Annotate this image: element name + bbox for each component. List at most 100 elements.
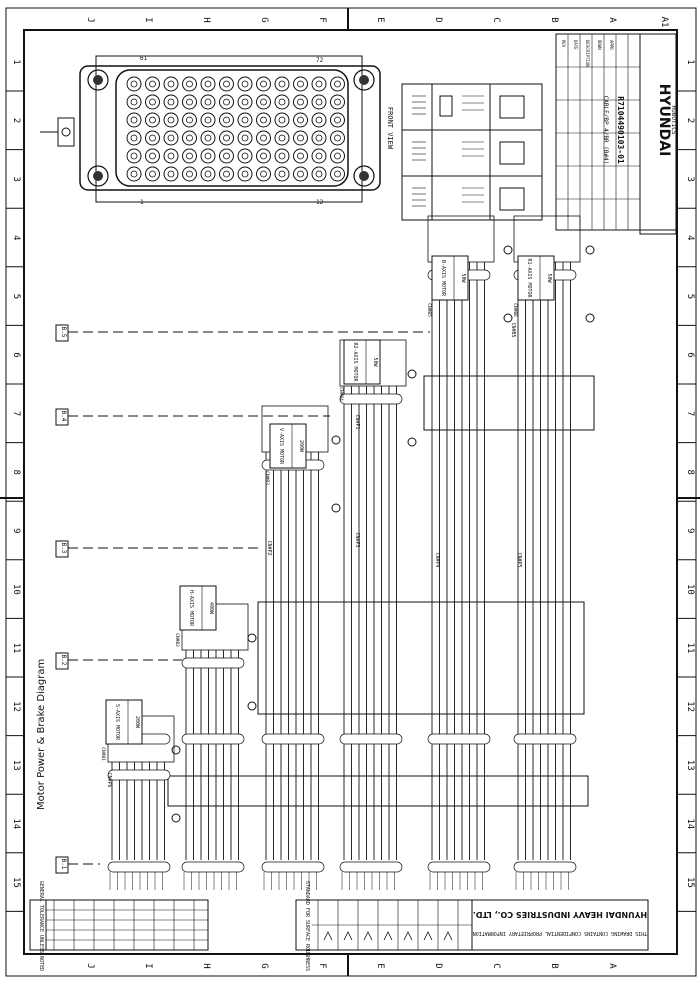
border-row-13-right: 13 — [685, 760, 695, 771]
page-ref-B.5: B.5 — [60, 327, 67, 338]
border-row-1: 1 — [11, 59, 21, 64]
section-label-cnp4: CN#P4 — [434, 552, 440, 567]
border-row-7: 7 — [11, 411, 21, 416]
tolerance-table: GENERAL TOLERANCE UNLESS NOTED — [29, 881, 209, 971]
motor-axis-label-0: S-AXIS MOTOR — [114, 704, 120, 741]
border-row-11-right: 11 — [685, 643, 695, 654]
border-col-F-bottom: F — [317, 963, 327, 968]
motor-power-label-2: 200W — [298, 440, 304, 453]
border-col-G-bottom: G — [259, 963, 269, 968]
border-col-B: B — [549, 17, 559, 22]
border-row-1-right: 1 — [685, 59, 695, 64]
motor-blocks: S-AXIS MOTOR 200W CN#B1 H-AXIS MOTOR 400W CN#… — [100, 255, 555, 761]
motor-connector-label-4: CN#B5 — [426, 303, 432, 317]
motor-power-label-1: 400W — [208, 602, 214, 615]
border-row-8-right: 8 — [685, 469, 695, 474]
motor-power-label-4: 50W — [460, 273, 466, 283]
motor-axis-label-1: H-AXIS MOTOR — [188, 590, 194, 627]
motor-axis-label-3: R2-AXIS MOTOR — [352, 342, 358, 382]
terminal-strip-box — [167, 775, 589, 807]
page-reference-lines: B.5B.4B.3B.2B.1 — [55, 324, 430, 874]
title-block: HYUNDAI ROBOTICS R7104490103-01 CABLE/BP… — [602, 17, 677, 235]
border-col-H-bottom: H — [201, 963, 211, 968]
border-row-15-right: 15 — [685, 877, 695, 888]
section-label-cnp5: CN#P5 — [516, 552, 522, 567]
pin-label-12: 12 — [316, 199, 324, 206]
component-table — [401, 83, 543, 221]
ground-symbol — [40, 117, 75, 147]
revision-header-description: DESCRIPTION — [585, 40, 590, 67]
section-label-cnp2: CN#P2 — [266, 540, 272, 555]
motor-connector-label-0: CN#B1 — [100, 747, 106, 761]
motor-axis-label-2: V-AXIS MOTOR — [278, 428, 284, 465]
border-row-6: 6 — [11, 352, 21, 357]
pin-label-61: 61 — [140, 55, 148, 62]
border-col-D: D — [433, 17, 443, 22]
border-row-12-right: 12 — [685, 701, 695, 712]
motor-connector-label-3: CN#B4 — [338, 387, 344, 401]
border-row-9: 9 — [11, 528, 21, 533]
section-label-cnb5: CN#B5 — [510, 322, 516, 337]
border-row-6-right: 6 — [685, 352, 695, 357]
drawing-title: CABLE/BP 4/BR (B#4) — [602, 96, 609, 165]
section-label-cnp3: CN#P3 — [354, 532, 360, 547]
motor-power-label-0: 200W — [134, 716, 140, 729]
front-view-label: FRONT VIEW — [386, 107, 394, 150]
border-row-5: 5 — [11, 294, 21, 299]
border-col-I-bottom: I — [143, 963, 153, 968]
border-col-C-bottom: C — [491, 963, 501, 968]
tolerance-label: GENERAL TOLERANCE UNLESS NOTED — [38, 881, 44, 971]
border-row-3-right: 3 — [685, 176, 695, 181]
surface-label: STANDARD FOR SURFACE ROUGHNESS — [304, 881, 310, 971]
border-col-J: J — [85, 17, 95, 22]
border-col-G: G — [259, 17, 269, 22]
border-row-13: 13 — [11, 760, 21, 771]
bottom-terminal-labels — [109, 872, 569, 890]
confidential-notice: THIS DRAWING CONTAINS CONFIDENTIAL PROPR… — [473, 930, 648, 936]
border-row-2-right: 2 — [685, 118, 695, 123]
motor-axis-label-5: R1-AXIS MOTOR — [526, 258, 532, 298]
border-row-2: 2 — [11, 118, 21, 123]
connector-drawing: 61 72 1 12 FRONT VIEW — [79, 55, 394, 206]
border-row-14: 14 — [11, 818, 21, 829]
drawing-number: R7104490103-01 — [616, 96, 625, 164]
border-col-H: H — [201, 17, 211, 22]
motor-connector-label-5: CN#B6 — [512, 303, 518, 317]
page-ref-B.3: B.3 — [60, 543, 67, 554]
border-row-3: 3 — [11, 176, 21, 181]
surface-roughness-table: STANDARD FOR SURFACE ROUGHNESS — [295, 881, 473, 971]
border-row-15: 15 — [11, 877, 21, 888]
border-col-E-bottom: E — [375, 963, 385, 968]
section-label-cnp1: CN#P1 — [354, 414, 360, 429]
border-col-B-bottom: B — [549, 963, 559, 968]
company-logo: HYUNDAI — [656, 84, 672, 157]
border-row-11: 11 — [11, 643, 21, 654]
relay-box — [423, 375, 595, 431]
border-col-E: E — [375, 17, 385, 22]
border-row-14-right: 14 — [685, 818, 695, 829]
motor-connector-label-2: CN#B3 — [264, 471, 270, 485]
page-ref-B.1: B.1 — [60, 859, 67, 870]
page-ref-B.2: B.2 — [60, 655, 67, 666]
border-col-J-bottom: J — [85, 963, 95, 968]
border-row-4-right: 4 — [685, 235, 695, 240]
diagram-title: Motor Power & Brake Diagram — [36, 659, 47, 810]
revision-header-appd: APPD — [609, 40, 614, 50]
motor-power-label-5: 50W — [546, 273, 552, 283]
company-logo-sub: ROBOTICS — [670, 106, 677, 135]
border-col-A-bottom: A — [607, 963, 617, 969]
border-row-12: 12 — [11, 701, 21, 712]
border-col-C: C — [491, 17, 501, 22]
border-row-7-right: 7 — [685, 411, 695, 416]
border-row-4: 4 — [11, 235, 21, 240]
border-row-9-right: 9 — [685, 528, 695, 533]
border-col-D-bottom: D — [433, 963, 443, 968]
page-ref-B.4: B.4 — [60, 411, 67, 422]
pin-label-72: 72 — [316, 57, 324, 64]
motor-connector-label-1: CN#B2 — [174, 633, 180, 647]
revision-header-drwn: DRWN — [597, 40, 602, 50]
